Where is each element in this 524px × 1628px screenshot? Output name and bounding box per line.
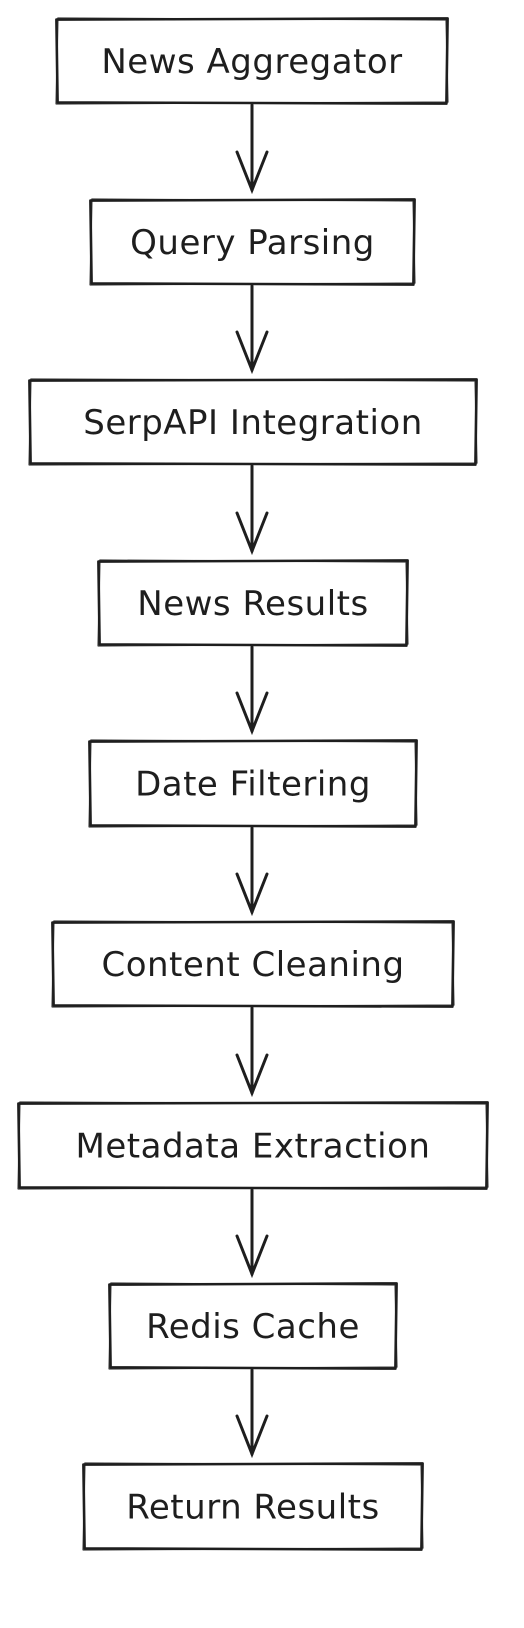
node-label: Query Parsing	[130, 223, 375, 263]
edge-n2-n3	[235, 284, 269, 375]
node-box-sketch	[89, 198, 416, 286]
arrowhead	[235, 511, 269, 556]
node-n9: Return Results	[82, 1462, 424, 1551]
node-label: Metadata Extraction	[76, 1127, 431, 1167]
node-label: Return Results	[126, 1488, 379, 1528]
node-box-sketch	[17, 1101, 489, 1190]
arrowhead	[235, 872, 269, 917]
arrowhead	[235, 1234, 269, 1279]
node-label: News Aggregator	[101, 42, 402, 82]
node-n2: Query Parsing	[89, 198, 416, 286]
edge-n7-n8	[235, 1188, 269, 1279]
node-box-sketch	[88, 739, 418, 828]
node-n4: News Results	[97, 559, 409, 647]
node-box-sketch	[82, 1462, 424, 1551]
edge-n5-n6	[235, 826, 269, 917]
edge-n6-n7	[235, 1006, 269, 1098]
node-label: SerpAPI Integration	[83, 403, 423, 443]
node-box-sketch	[28, 378, 478, 466]
arrowhead	[235, 691, 269, 736]
node-label: Content Cleaning	[101, 945, 404, 985]
node-n5: Date Filtering	[88, 739, 418, 828]
node-n1: News Aggregator	[55, 17, 449, 105]
node-box-sketch	[55, 17, 449, 105]
edge-n4-n5	[235, 645, 269, 736]
node-label: Redis Cache	[146, 1307, 360, 1347]
node-n3: SerpAPI Integration	[28, 378, 478, 466]
edge-n3-n4	[235, 464, 269, 556]
edge-n8-n9	[235, 1368, 269, 1459]
node-box-sketch	[108, 1282, 398, 1370]
edge-n1-n2	[235, 103, 269, 195]
node-label: News Results	[137, 584, 368, 624]
arrowhead	[235, 1053, 269, 1098]
node-box-sketch	[97, 559, 409, 647]
arrowhead	[235, 150, 269, 195]
arrowhead	[235, 1414, 269, 1459]
node-label: Date Filtering	[135, 765, 371, 805]
arrowhead	[235, 330, 269, 375]
node-n6: Content Cleaning	[51, 920, 455, 1008]
node-box-sketch	[51, 920, 455, 1008]
edges-layer	[235, 103, 269, 1459]
node-n8: Redis Cache	[108, 1282, 398, 1370]
node-n7: Metadata Extraction	[17, 1101, 489, 1190]
